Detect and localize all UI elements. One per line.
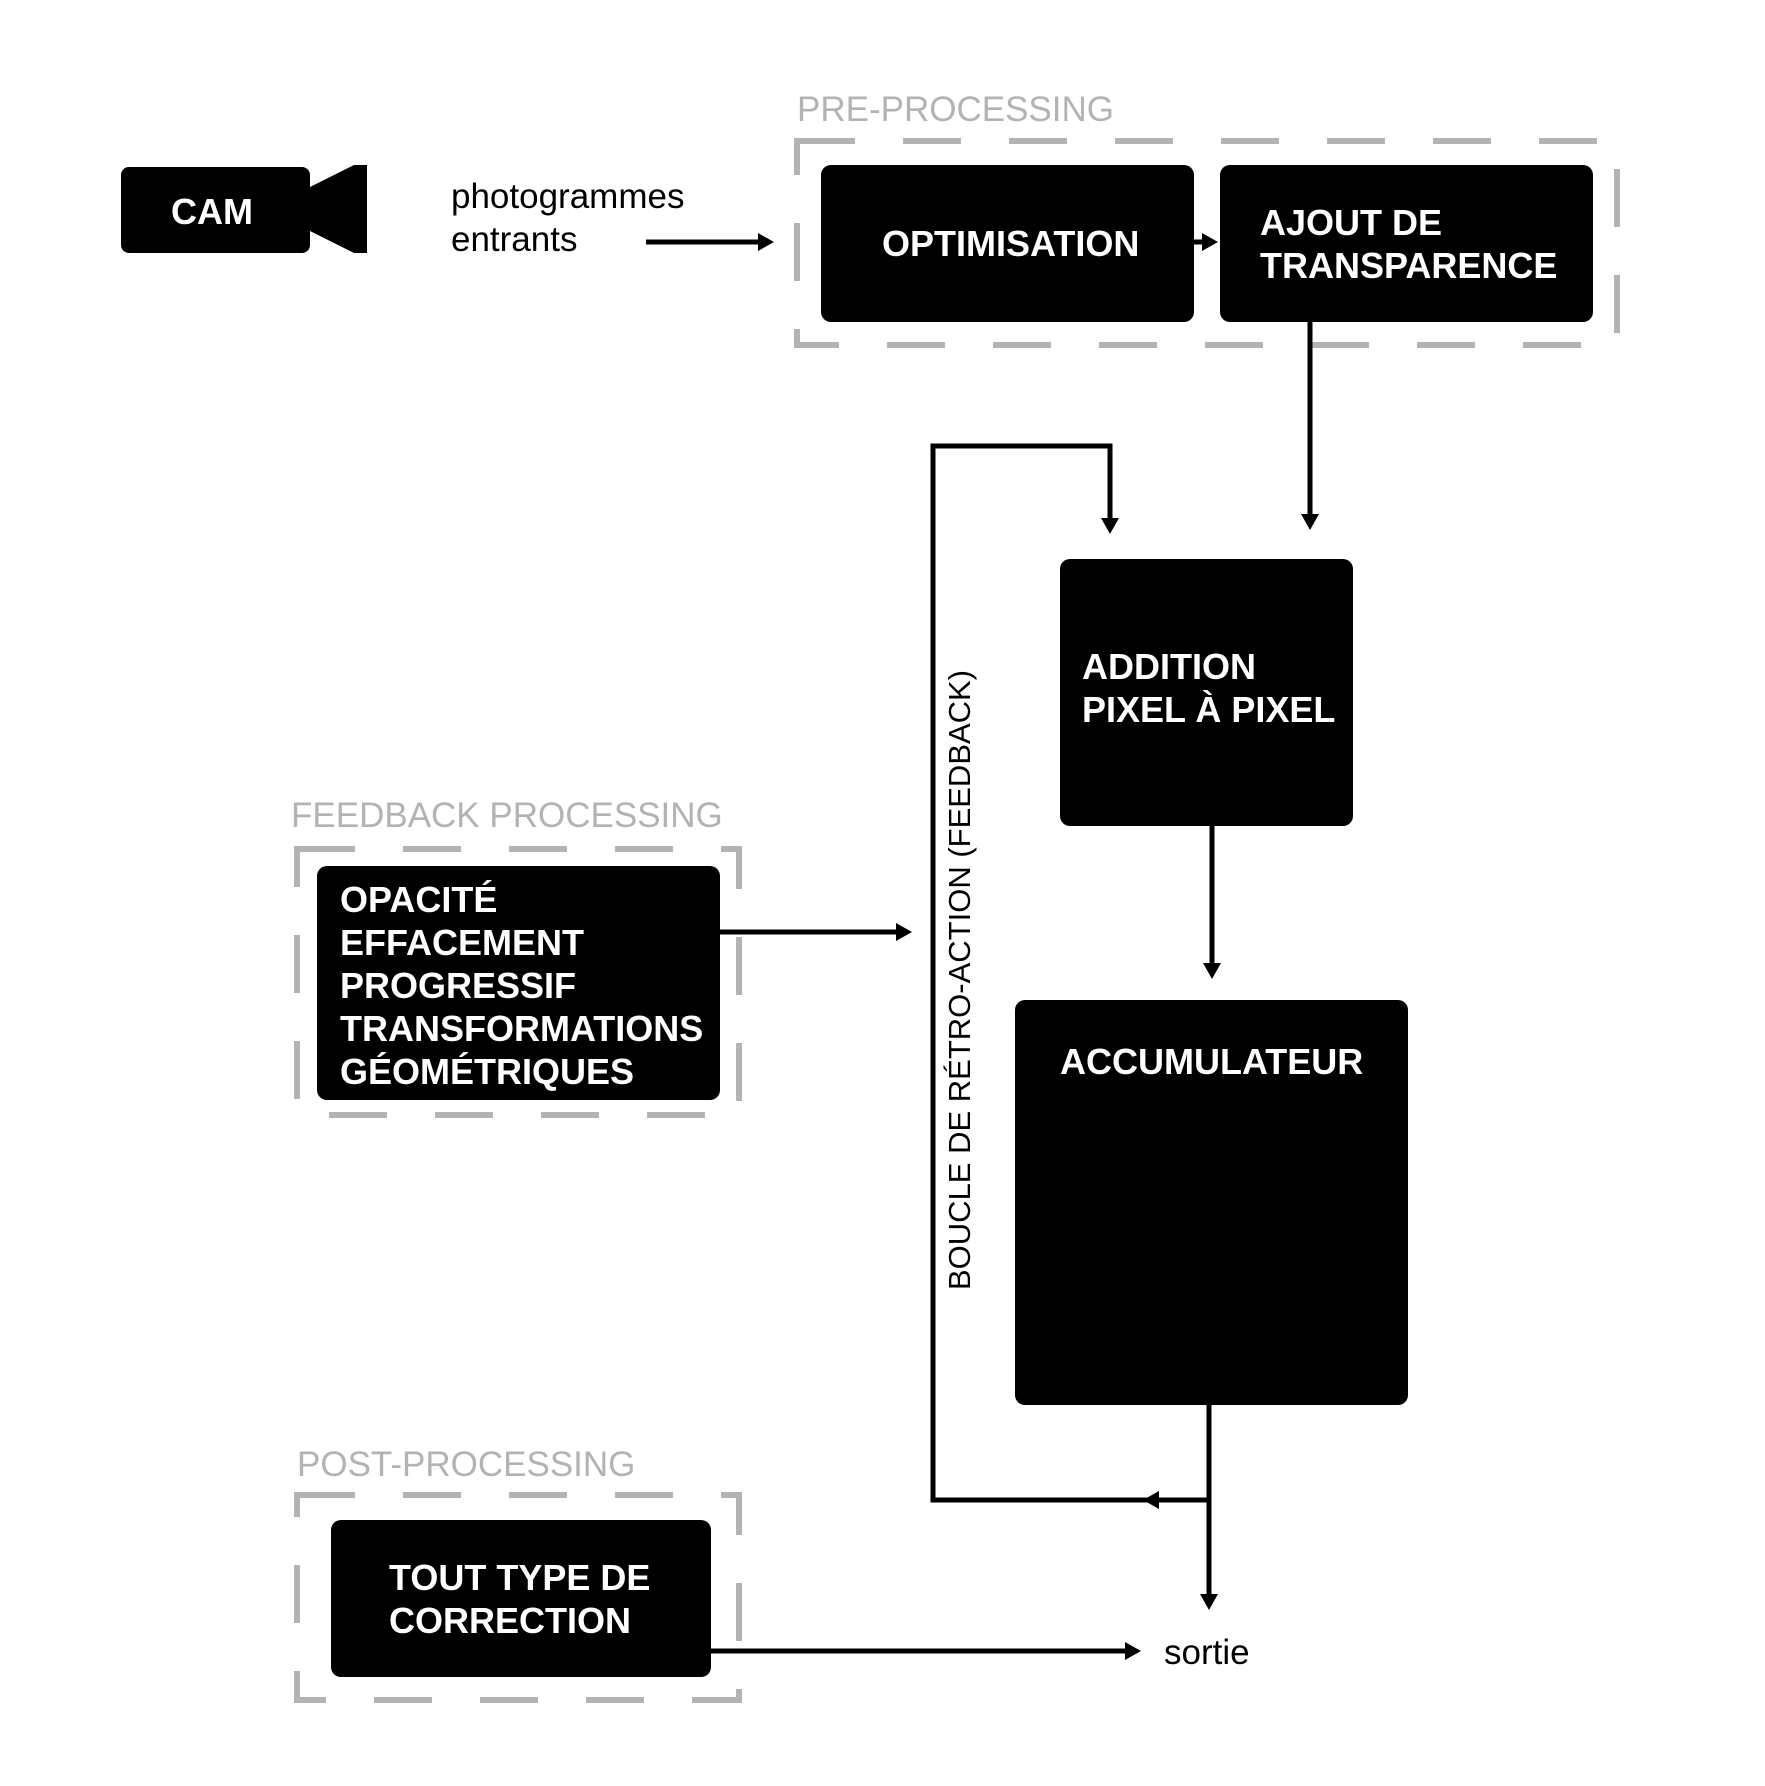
addition-box-line: PIXEL À PIXEL: [1082, 689, 1335, 730]
feedback-ops-arrowhead: [896, 923, 912, 941]
correction-to-output-arrowhead: [1125, 1642, 1141, 1660]
correction-box-label: TOUT TYPE DE CORRECTION: [389, 1557, 660, 1641]
transparence-box: AJOUT DE TRANSPARENCE: [1220, 165, 1593, 322]
transparence-box-bg: [1220, 165, 1593, 322]
input-frames-label-line: photogrammes: [451, 177, 684, 216]
accumulateur-box: ACCUMULATEUR: [1015, 1000, 1408, 1405]
feedback-ops-box-label: OPACITÉ EFFACEMENT PROGRESSIF TRANSFORMA…: [340, 879, 713, 1092]
accumulateur-box-label: ACCUMULATEUR: [1060, 1041, 1363, 1082]
correction-box-line: CORRECTION: [389, 1600, 631, 1641]
addition-box-label: ADDITION PIXEL À PIXEL: [1082, 646, 1335, 730]
video-camera-icon: CAM: [121, 165, 367, 253]
feedback-ops-box-line: GÉOMÉTRIQUES: [340, 1051, 634, 1092]
pre-processing-title: PRE-PROCESSING: [797, 90, 1114, 129]
optimisation-box-bg: [821, 165, 1194, 322]
input-frames-label: photogrammes entrants: [451, 177, 694, 259]
addition-box-line: ADDITION: [1082, 646, 1256, 687]
feedback-ops-box-line: TRANSFORMATIONS: [340, 1008, 703, 1049]
feedback-ops-box-line: PROGRESSIF: [340, 965, 576, 1006]
correction-box-bg: [331, 1520, 711, 1677]
addition-box: ADDITION PIXEL À PIXEL: [1060, 559, 1353, 826]
feedback-loop-connector: [930, 443, 1209, 1503]
post-processing-frame: [294, 1492, 742, 1703]
feedback-ops-box-bg: [317, 866, 720, 1100]
camera-lens: [308, 165, 367, 253]
input-arrowhead: [758, 233, 774, 251]
feedback-ops-box-line: EFFACEMENT: [340, 922, 584, 963]
accumulateur-box-bg: [1015, 1000, 1408, 1405]
transparence-to-addition-arrowhead: [1301, 514, 1319, 530]
input-frames-label-line: entrants: [451, 220, 577, 259]
camera-body: [121, 167, 310, 253]
transparence-box-label: AJOUT DE TRANSPARENCE: [1260, 202, 1557, 286]
transparence-box-line: TRANSPARENCE: [1260, 245, 1557, 286]
camera-label: CAM: [171, 191, 253, 232]
correction-box: TOUT TYPE DE CORRECTION: [331, 1520, 711, 1677]
feedback-ops-box-line: OPACITÉ: [340, 879, 497, 920]
feedback-processing-title: FEEDBACK PROCESSING: [291, 796, 723, 835]
feedback-processing-frame: [294, 846, 742, 1118]
transparence-box-line: AJOUT DE: [1260, 202, 1442, 243]
optimisation-box-label: OPTIMISATION: [882, 223, 1139, 264]
addition-box-bg: [1060, 559, 1353, 826]
feedback-return-arrowhead: [1143, 1491, 1159, 1509]
pre-processing-frame: [794, 138, 1620, 348]
addition-to-accumulateur-arrowhead: [1203, 963, 1221, 979]
output-label: sortie: [1164, 1633, 1250, 1672]
feedback-loop-arrowhead: [1101, 518, 1119, 534]
post-processing-title: POST-PROCESSING: [297, 1445, 635, 1484]
optimisation-box: OPTIMISATION: [821, 165, 1194, 322]
feedback-loop-label: BOUCLE DE RÉTRO-ACTION (FEEDBACK): [942, 670, 977, 1290]
correction-box-line: TOUT TYPE DE: [389, 1557, 650, 1598]
optimisation-to-transparence-arrowhead: [1202, 233, 1218, 251]
feedback-ops-box: OPACITÉ EFFACEMENT PROGRESSIF TRANSFORMA…: [317, 866, 720, 1100]
accumulateur-to-output-arrowhead: [1200, 1594, 1218, 1610]
